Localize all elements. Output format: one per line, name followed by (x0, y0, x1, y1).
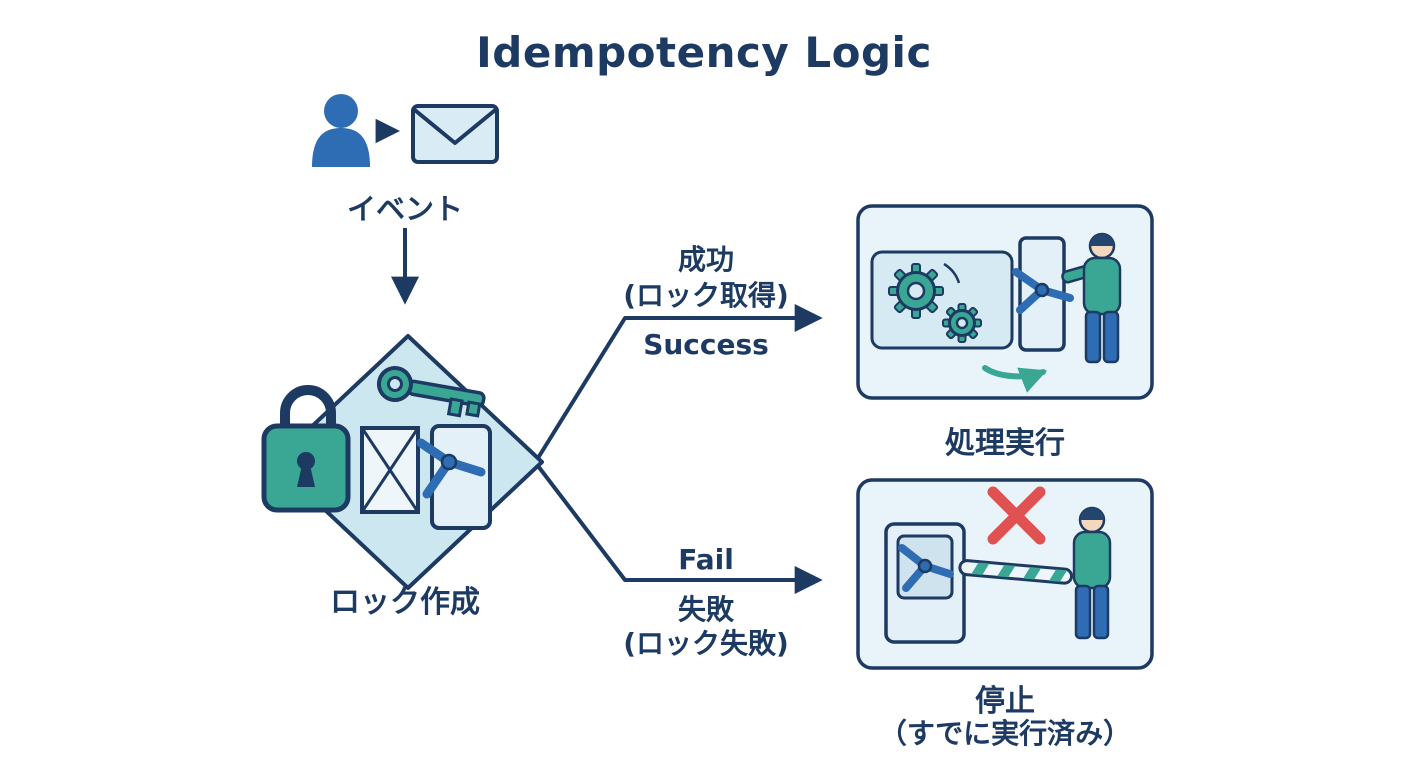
gears-icon (888, 262, 982, 343)
process-scene (870, 232, 1122, 393)
success-arrow (536, 304, 823, 460)
fail-arrow (536, 464, 823, 594)
success-label-en: Success (643, 328, 769, 361)
stop-scene (884, 486, 1112, 644)
person-icon (312, 94, 370, 167)
fail-label-jp-sub: (ロック失敗) (623, 627, 789, 660)
walking-person-icon (1061, 232, 1122, 364)
key-icon (376, 366, 486, 418)
fail-label-jp: 失敗 (677, 593, 735, 626)
success-label-jp-sub: (ロック取得) (623, 279, 789, 312)
lock-icon (261, 385, 351, 513)
rotation-arrow-icon (982, 365, 1048, 393)
stop-label: 停止 (975, 684, 1035, 719)
red-x-icon (987, 486, 1046, 545)
envelope-icon (411, 104, 499, 164)
fail-label-en: Fail (678, 543, 734, 576)
turnstile-icon (360, 424, 492, 530)
event-label: イベント (346, 192, 464, 226)
process-label: 処理実行 (945, 426, 1065, 461)
stopped-person-icon (1072, 506, 1112, 640)
success-label-jp: 成功 (677, 243, 735, 276)
stop-label-sub: （すでに実行済み） (878, 717, 1132, 750)
barrier-arm-icon (958, 559, 1074, 585)
page-title: Idempotency Logic (476, 28, 932, 77)
decision-label: ロック作成 (330, 585, 480, 620)
